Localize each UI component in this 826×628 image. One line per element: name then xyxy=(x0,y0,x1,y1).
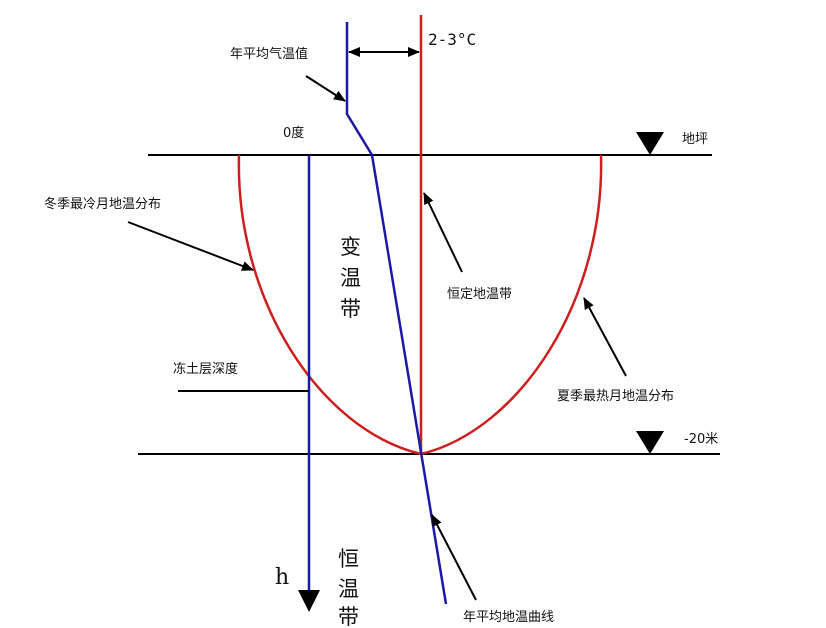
summer-distribution-pointer xyxy=(583,297,627,377)
constant-zone-pointer xyxy=(423,192,463,273)
zero-degree-label: 0度 xyxy=(283,125,304,141)
offset-label: 2-3°C xyxy=(428,30,476,49)
depth-axis-arrow-icon xyxy=(298,590,320,612)
variable-zone-char-2: 温 xyxy=(340,266,361,290)
ground-level-label: 地坪 xyxy=(682,132,708,147)
annual-ground-curve-label: 年平均地温曲线 xyxy=(463,610,554,625)
summer-distribution-label: 夏季最热月地温分布 xyxy=(557,389,674,404)
constant-temp-zone-char-3: 带 xyxy=(338,605,359,628)
winter-distribution-curve xyxy=(237,154,422,456)
winter-distribution-label: 冬季最冷月地温分布 xyxy=(44,196,161,212)
constant-zone-label: 恒定地温带 xyxy=(447,287,512,302)
constant-temp-zone-char-2: 温 xyxy=(338,577,359,601)
depth-20m-marker-icon xyxy=(636,431,664,454)
summer-distribution-curve xyxy=(420,154,603,456)
frost-depth-label: 冻土层深度 xyxy=(173,361,238,377)
annual-air-temp-label: 年平均气温值 xyxy=(230,46,308,62)
annual-ground-temp-curve xyxy=(370,154,448,605)
variable-zone-char-3: 带 xyxy=(340,297,361,321)
annual-air-temp-line xyxy=(345,22,374,156)
variable-zone-char-1: 变 xyxy=(340,235,361,259)
ground-level-marker-icon xyxy=(636,132,664,155)
winter-distribution-pointer xyxy=(127,221,254,271)
depth-axis-label: h xyxy=(275,565,289,590)
annual-ground-curve-pointer xyxy=(431,514,477,601)
annual-air-temp-pointer xyxy=(305,75,346,102)
constant-temp-zone-char-1: 恒 xyxy=(338,547,359,571)
depth-20m-label: -20米 xyxy=(684,432,718,447)
